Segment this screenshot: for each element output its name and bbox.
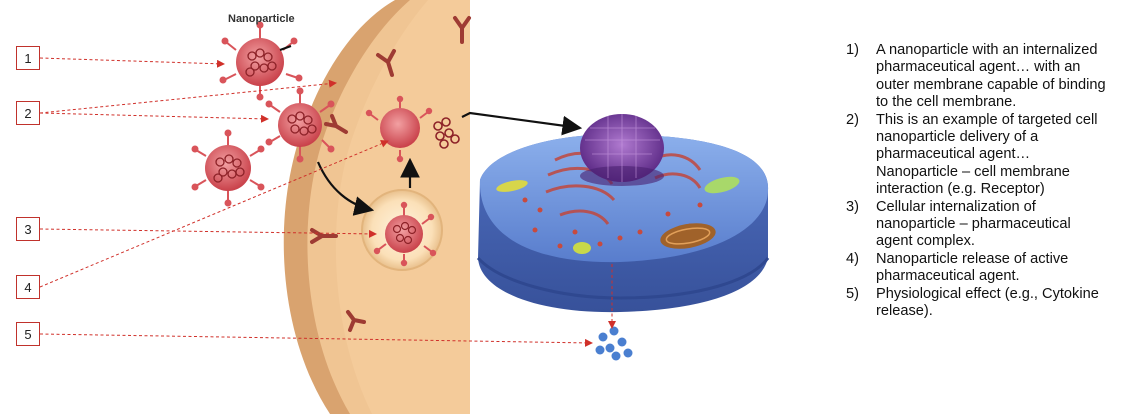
released-drug bbox=[433, 117, 460, 149]
legend-number: 1) bbox=[846, 42, 859, 58]
target-cell-3d bbox=[476, 114, 770, 313]
legend-item-1: 1) A nanoparticle with an internalized ph… bbox=[846, 42, 1108, 112]
receptors bbox=[310, 16, 471, 332]
marker-5: 5 bbox=[16, 322, 40, 346]
legend-text: Cellular internalization of nanoparticle… bbox=[876, 198, 1071, 250]
legend-number: 3) bbox=[846, 198, 859, 215]
legend-text: A nanoparticle with an internalized phar… bbox=[876, 42, 1106, 111]
marker-2: 2 bbox=[16, 101, 40, 125]
cytokine-molecules bbox=[595, 326, 633, 361]
nanoparticle-free bbox=[191, 129, 265, 207]
nanoparticle-delivery-diagram bbox=[39, 0, 770, 414]
legend-text: This is an example of targeted cell nano… bbox=[876, 111, 1098, 198]
nanoparticle-top bbox=[219, 21, 303, 101]
marker-1: 1 bbox=[16, 46, 40, 70]
legend-item-5: 5) Physiological effect (e.g., Cytokine r… bbox=[846, 286, 1108, 321]
legend-number: 4) bbox=[846, 250, 859, 267]
legend-number: 5) bbox=[846, 285, 859, 302]
legend-text: Physiological effect (e.g., Cytokine rel… bbox=[876, 285, 1099, 320]
legend-item-4: 4) Nanoparticle release of active pharmac… bbox=[846, 251, 1108, 286]
pointer-lines bbox=[39, 57, 616, 347]
nanoparticle-internalized bbox=[373, 201, 437, 267]
legend-item-2: 2) This is an example of targeted cell na… bbox=[846, 112, 1108, 199]
legend-number: 2) bbox=[846, 111, 859, 128]
nanoparticle-title: Nanoparticle bbox=[228, 13, 295, 25]
legend-text: Nanoparticle release of active pharmaceu… bbox=[876, 250, 1069, 285]
legend-item-3: 3) Cellular internalization of nanopartic… bbox=[846, 199, 1108, 251]
marker-3: 3 bbox=[16, 217, 40, 241]
legend-list: 1) A nanoparticle with an internalized ph… bbox=[846, 42, 1108, 321]
nanoparticle-binding bbox=[265, 87, 335, 163]
marker-4: 4 bbox=[16, 275, 40, 299]
